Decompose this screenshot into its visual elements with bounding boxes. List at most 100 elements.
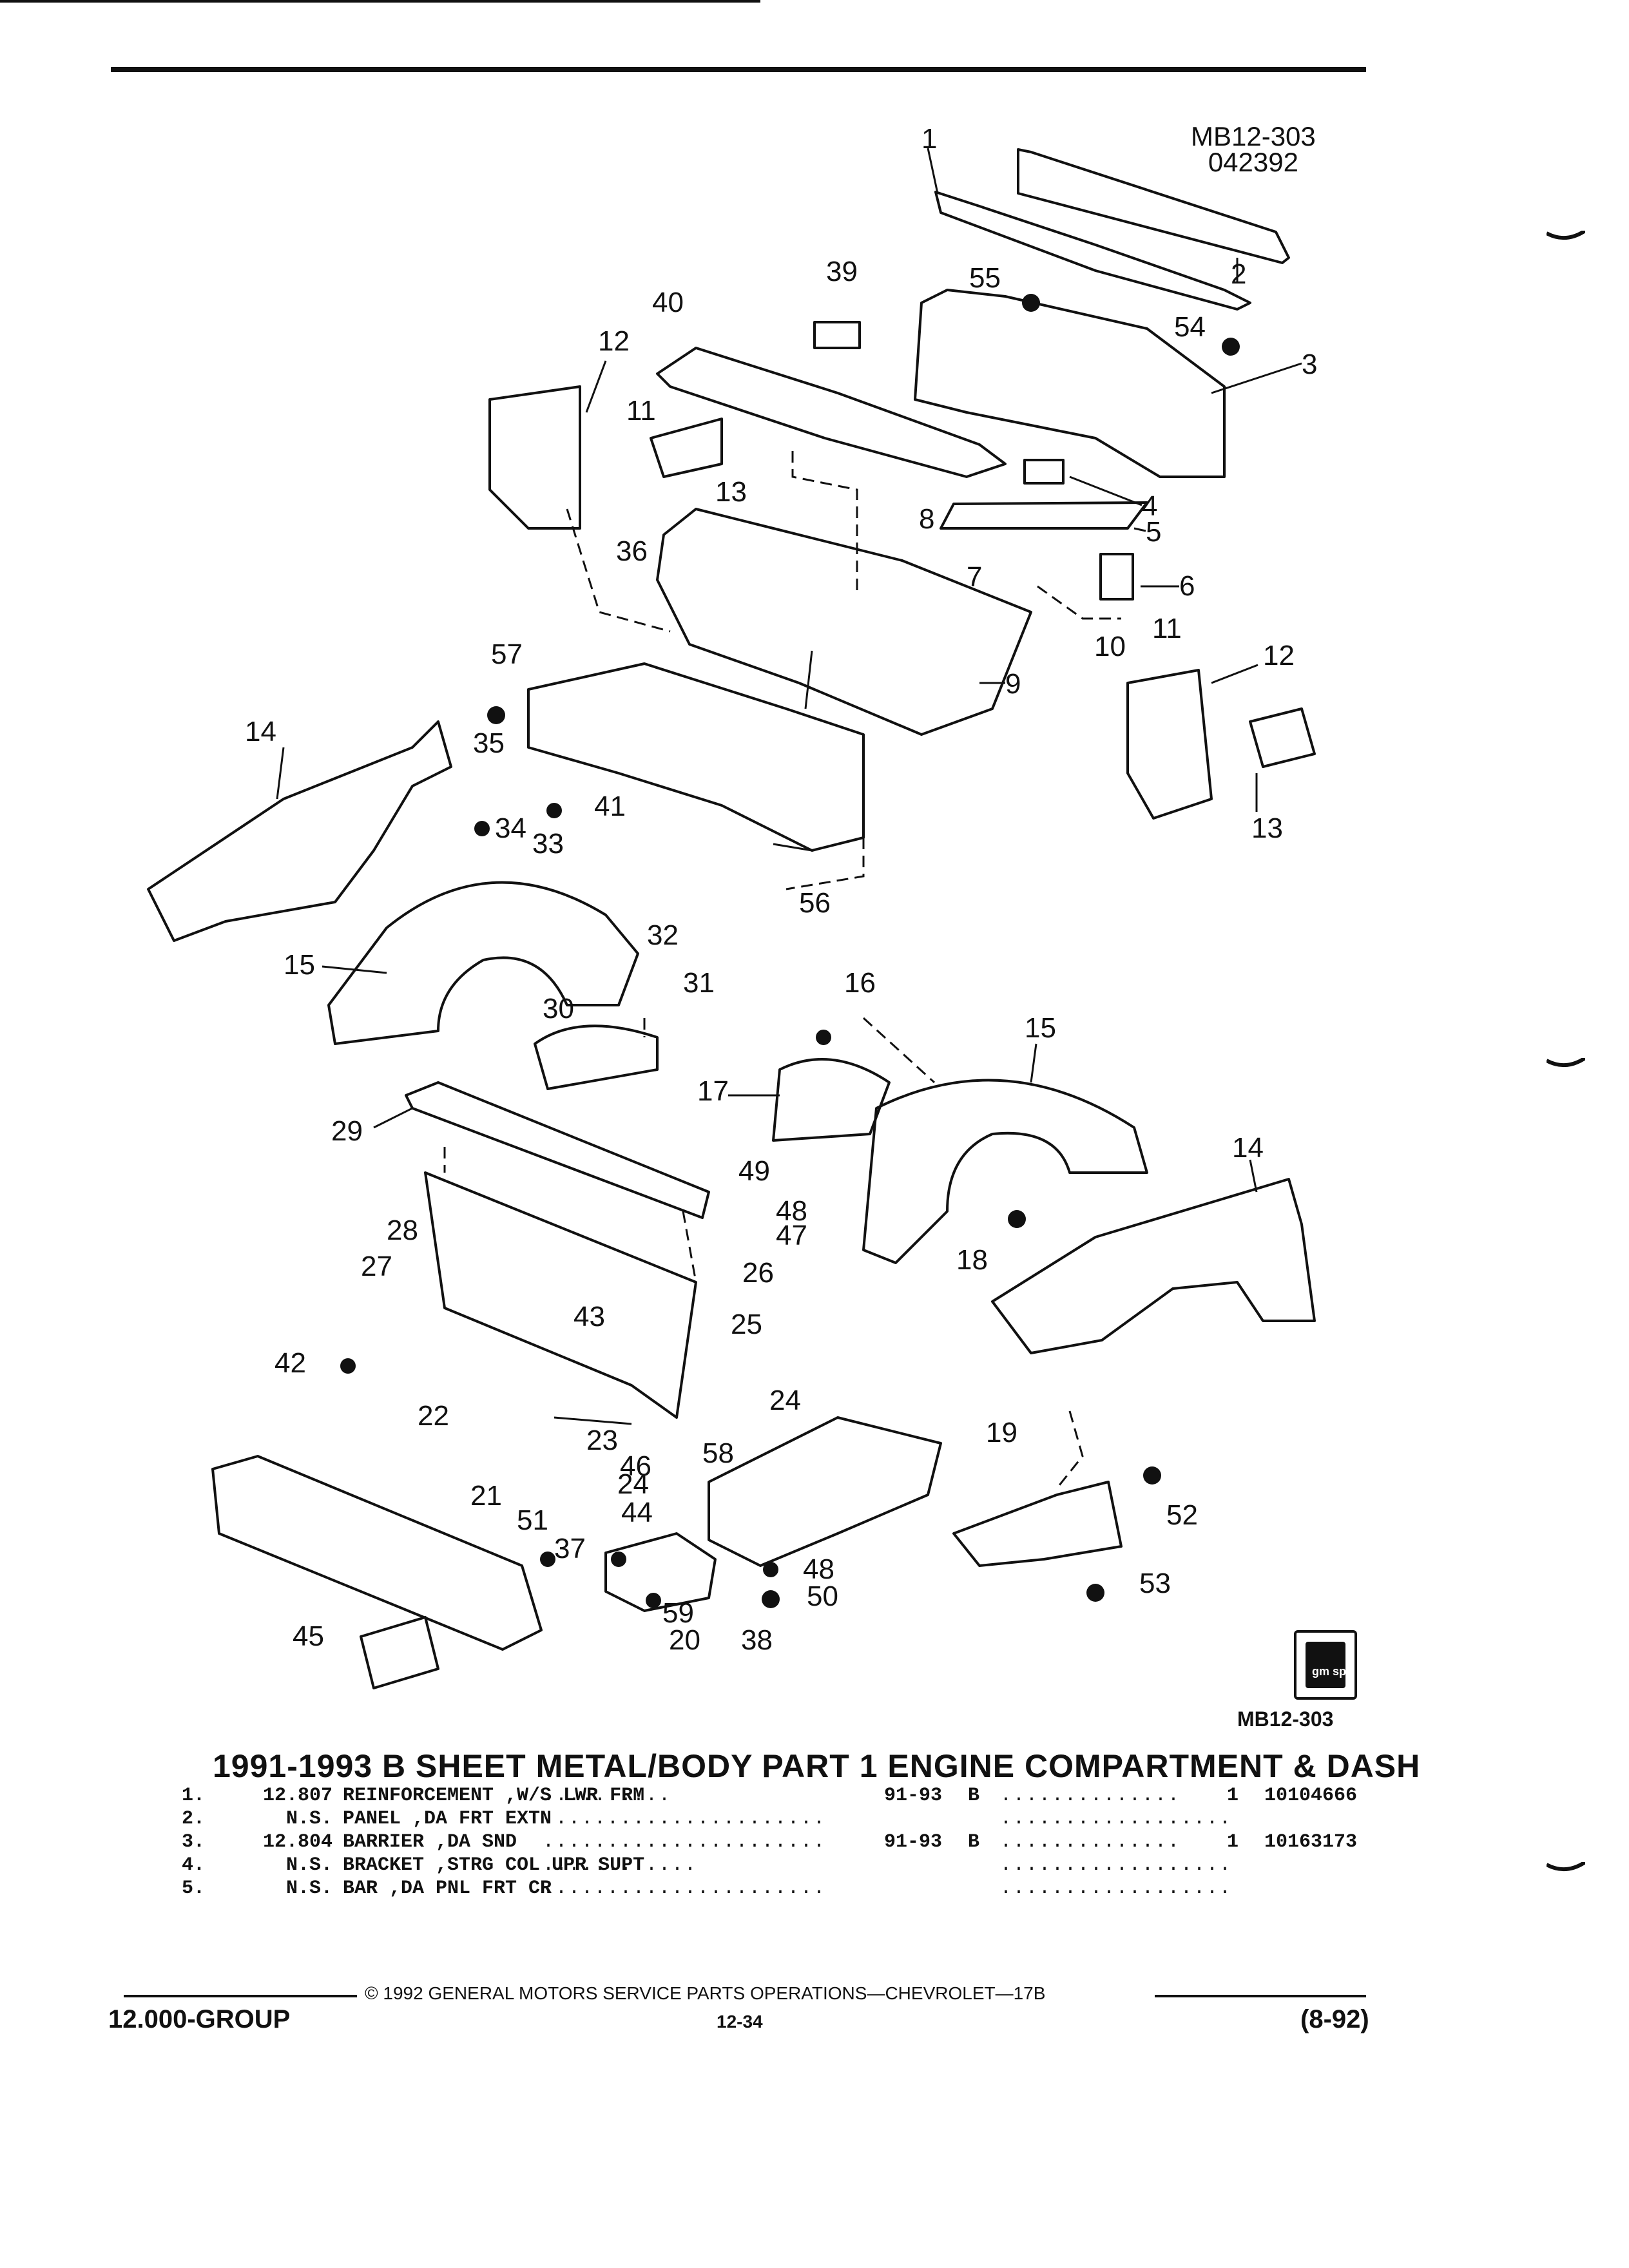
parts-cell-pn: 10104666 bbox=[1264, 1785, 1358, 1807]
callout-c13a: 13 bbox=[715, 476, 747, 508]
callout-c37: 37 bbox=[554, 1533, 586, 1564]
callout-c39: 39 bbox=[826, 256, 858, 287]
part-barrier-da-snd bbox=[914, 289, 1226, 478]
part-9-dash-panel bbox=[656, 508, 1032, 736]
part-bar-da-pnl bbox=[940, 501, 1148, 530]
parts-cell-cat: N.S. bbox=[285, 1854, 333, 1876]
callout-c58: 58 bbox=[702, 1437, 734, 1469]
parts-cell-desc: REINFORCEMENT ,W/S LWR FRM bbox=[343, 1785, 645, 1807]
part-29-rad-support bbox=[405, 1081, 710, 1219]
callout-c45: 45 bbox=[293, 1620, 324, 1652]
parts-cell-dots1: ...................... bbox=[543, 1808, 827, 1830]
part-56-insulator bbox=[527, 662, 865, 852]
part-rad-support-frame bbox=[424, 1171, 697, 1419]
parts-cell-qty: 1 bbox=[1227, 1785, 1239, 1807]
part-frame-rail bbox=[708, 1416, 942, 1567]
callout-c30: 30 bbox=[543, 993, 574, 1024]
parts-cell-ser: B bbox=[968, 1831, 980, 1853]
callout-c44: 44 bbox=[621, 1497, 653, 1528]
callout-c5: 5 bbox=[1146, 516, 1161, 548]
callout-c14a: 14 bbox=[245, 716, 276, 747]
part-bracket-strg-col bbox=[1023, 459, 1065, 485]
part-14-left-fender bbox=[147, 720, 452, 942]
footer-rule-right bbox=[1155, 1995, 1366, 1997]
parts-cell-dots1: .......... bbox=[543, 1785, 672, 1807]
fastener-18 bbox=[1008, 1210, 1026, 1228]
callout-c15b: 15 bbox=[1025, 1012, 1056, 1044]
callout-c55: 55 bbox=[969, 262, 1001, 294]
parts-cell-cat: N.S. bbox=[285, 1808, 333, 1830]
fastener-16 bbox=[816, 1030, 831, 1045]
callout-c12b: 12 bbox=[1263, 640, 1295, 671]
callout-c8: 8 bbox=[919, 503, 934, 535]
parts-cell-cat: N.S. bbox=[285, 1878, 333, 1899]
callout-c15a: 15 bbox=[284, 949, 315, 981]
top-edge-rule bbox=[0, 0, 760, 3]
part-12-left bbox=[488, 385, 581, 530]
callout-c41: 41 bbox=[594, 791, 626, 822]
callout-c43: 43 bbox=[574, 1301, 605, 1332]
callout-c3: 3 bbox=[1302, 349, 1317, 380]
callout-c56: 56 bbox=[799, 887, 831, 919]
callout-c19: 19 bbox=[986, 1417, 1017, 1448]
callout-c29: 29 bbox=[331, 1115, 363, 1147]
callout-c51: 51 bbox=[517, 1504, 548, 1536]
part-14-right-fender bbox=[991, 1178, 1316, 1354]
diagram-ref-code: MB12-303 042392 bbox=[1191, 123, 1316, 177]
parts-cell-cat: 12.807 bbox=[262, 1785, 333, 1807]
parts-cell-desc: BARRIER ,DA SND bbox=[343, 1831, 517, 1853]
parts-cell-no: 4. bbox=[182, 1854, 206, 1876]
callout-c14b: 14 bbox=[1232, 1132, 1264, 1164]
parts-cell-no: 5. bbox=[182, 1878, 206, 1899]
fastener-59 bbox=[646, 1593, 661, 1608]
ref-date: 042392 bbox=[1208, 147, 1298, 177]
footer-copyright: © 1992 GENERAL MOTORS SERVICE PARTS OPER… bbox=[365, 1983, 1046, 2003]
parts-cell-pn: 10163173 bbox=[1264, 1831, 1358, 1853]
callout-c16: 16 bbox=[844, 967, 876, 999]
callout-c32: 32 bbox=[647, 919, 679, 951]
logo-inner bbox=[1306, 1642, 1345, 1688]
callout-c1: 1 bbox=[921, 123, 937, 155]
parts-cell-no: 1. bbox=[182, 1785, 206, 1807]
part-20-absorber bbox=[604, 1532, 717, 1612]
callout-c48b: 48 bbox=[803, 1553, 834, 1585]
callout-c59: 59 bbox=[662, 1597, 694, 1629]
callout-c24a: 24 bbox=[769, 1385, 801, 1416]
parts-cell-dots2: .................. bbox=[1000, 1854, 1233, 1876]
parts-cell-no: 3. bbox=[182, 1831, 206, 1853]
footer-rule-left bbox=[124, 1995, 357, 1997]
binder-mark-1 bbox=[1547, 231, 1585, 240]
parts-cell-qty: 1 bbox=[1227, 1831, 1239, 1853]
part-panel-da-frt-extn bbox=[1017, 148, 1290, 264]
callout-c17: 17 bbox=[697, 1075, 729, 1107]
callout-c25: 25 bbox=[731, 1309, 762, 1340]
parts-cell-dots2: .................. bbox=[1000, 1808, 1233, 1830]
callout-c22: 22 bbox=[418, 1400, 449, 1432]
callout-c6: 6 bbox=[1179, 570, 1195, 602]
part-6 bbox=[1099, 553, 1134, 601]
binder-mark-2 bbox=[1547, 1058, 1585, 1068]
part-12-right bbox=[1126, 669, 1213, 820]
callout-c38: 38 bbox=[741, 1624, 773, 1656]
callout-c49: 49 bbox=[738, 1155, 770, 1187]
fastener-41 bbox=[546, 803, 562, 818]
fastener-37 bbox=[611, 1552, 626, 1567]
parts-cell-dots1: ...................... bbox=[543, 1878, 827, 1899]
callout-c31: 31 bbox=[683, 967, 715, 999]
part-40-cowl bbox=[656, 347, 1007, 478]
callout-c23: 23 bbox=[586, 1425, 618, 1456]
parts-cell-desc: PANEL ,DA FRT EXTN bbox=[343, 1808, 552, 1830]
callout-c18: 18 bbox=[956, 1244, 988, 1276]
parts-cell-desc: BRACKET ,STRG COL UPR SUPT bbox=[343, 1854, 645, 1876]
callout-c47: 47 bbox=[776, 1220, 807, 1251]
footer-group: 12.000-GROUP bbox=[108, 2005, 291, 2033]
callout-c11b: 11 bbox=[1152, 613, 1182, 644]
fastener-42 bbox=[340, 1358, 356, 1374]
bottom-ref-code: MB12-303 bbox=[1237, 1707, 1334, 1731]
parts-cell-dots2: .............. bbox=[1000, 1785, 1181, 1807]
parts-cell-desc: BAR ,DA PNL FRT CR bbox=[343, 1878, 552, 1899]
part-45-bracket bbox=[360, 1616, 439, 1689]
part-19-shield bbox=[952, 1481, 1123, 1567]
part-17-left-shield bbox=[534, 1024, 659, 1090]
callout-c28: 28 bbox=[387, 1215, 418, 1246]
